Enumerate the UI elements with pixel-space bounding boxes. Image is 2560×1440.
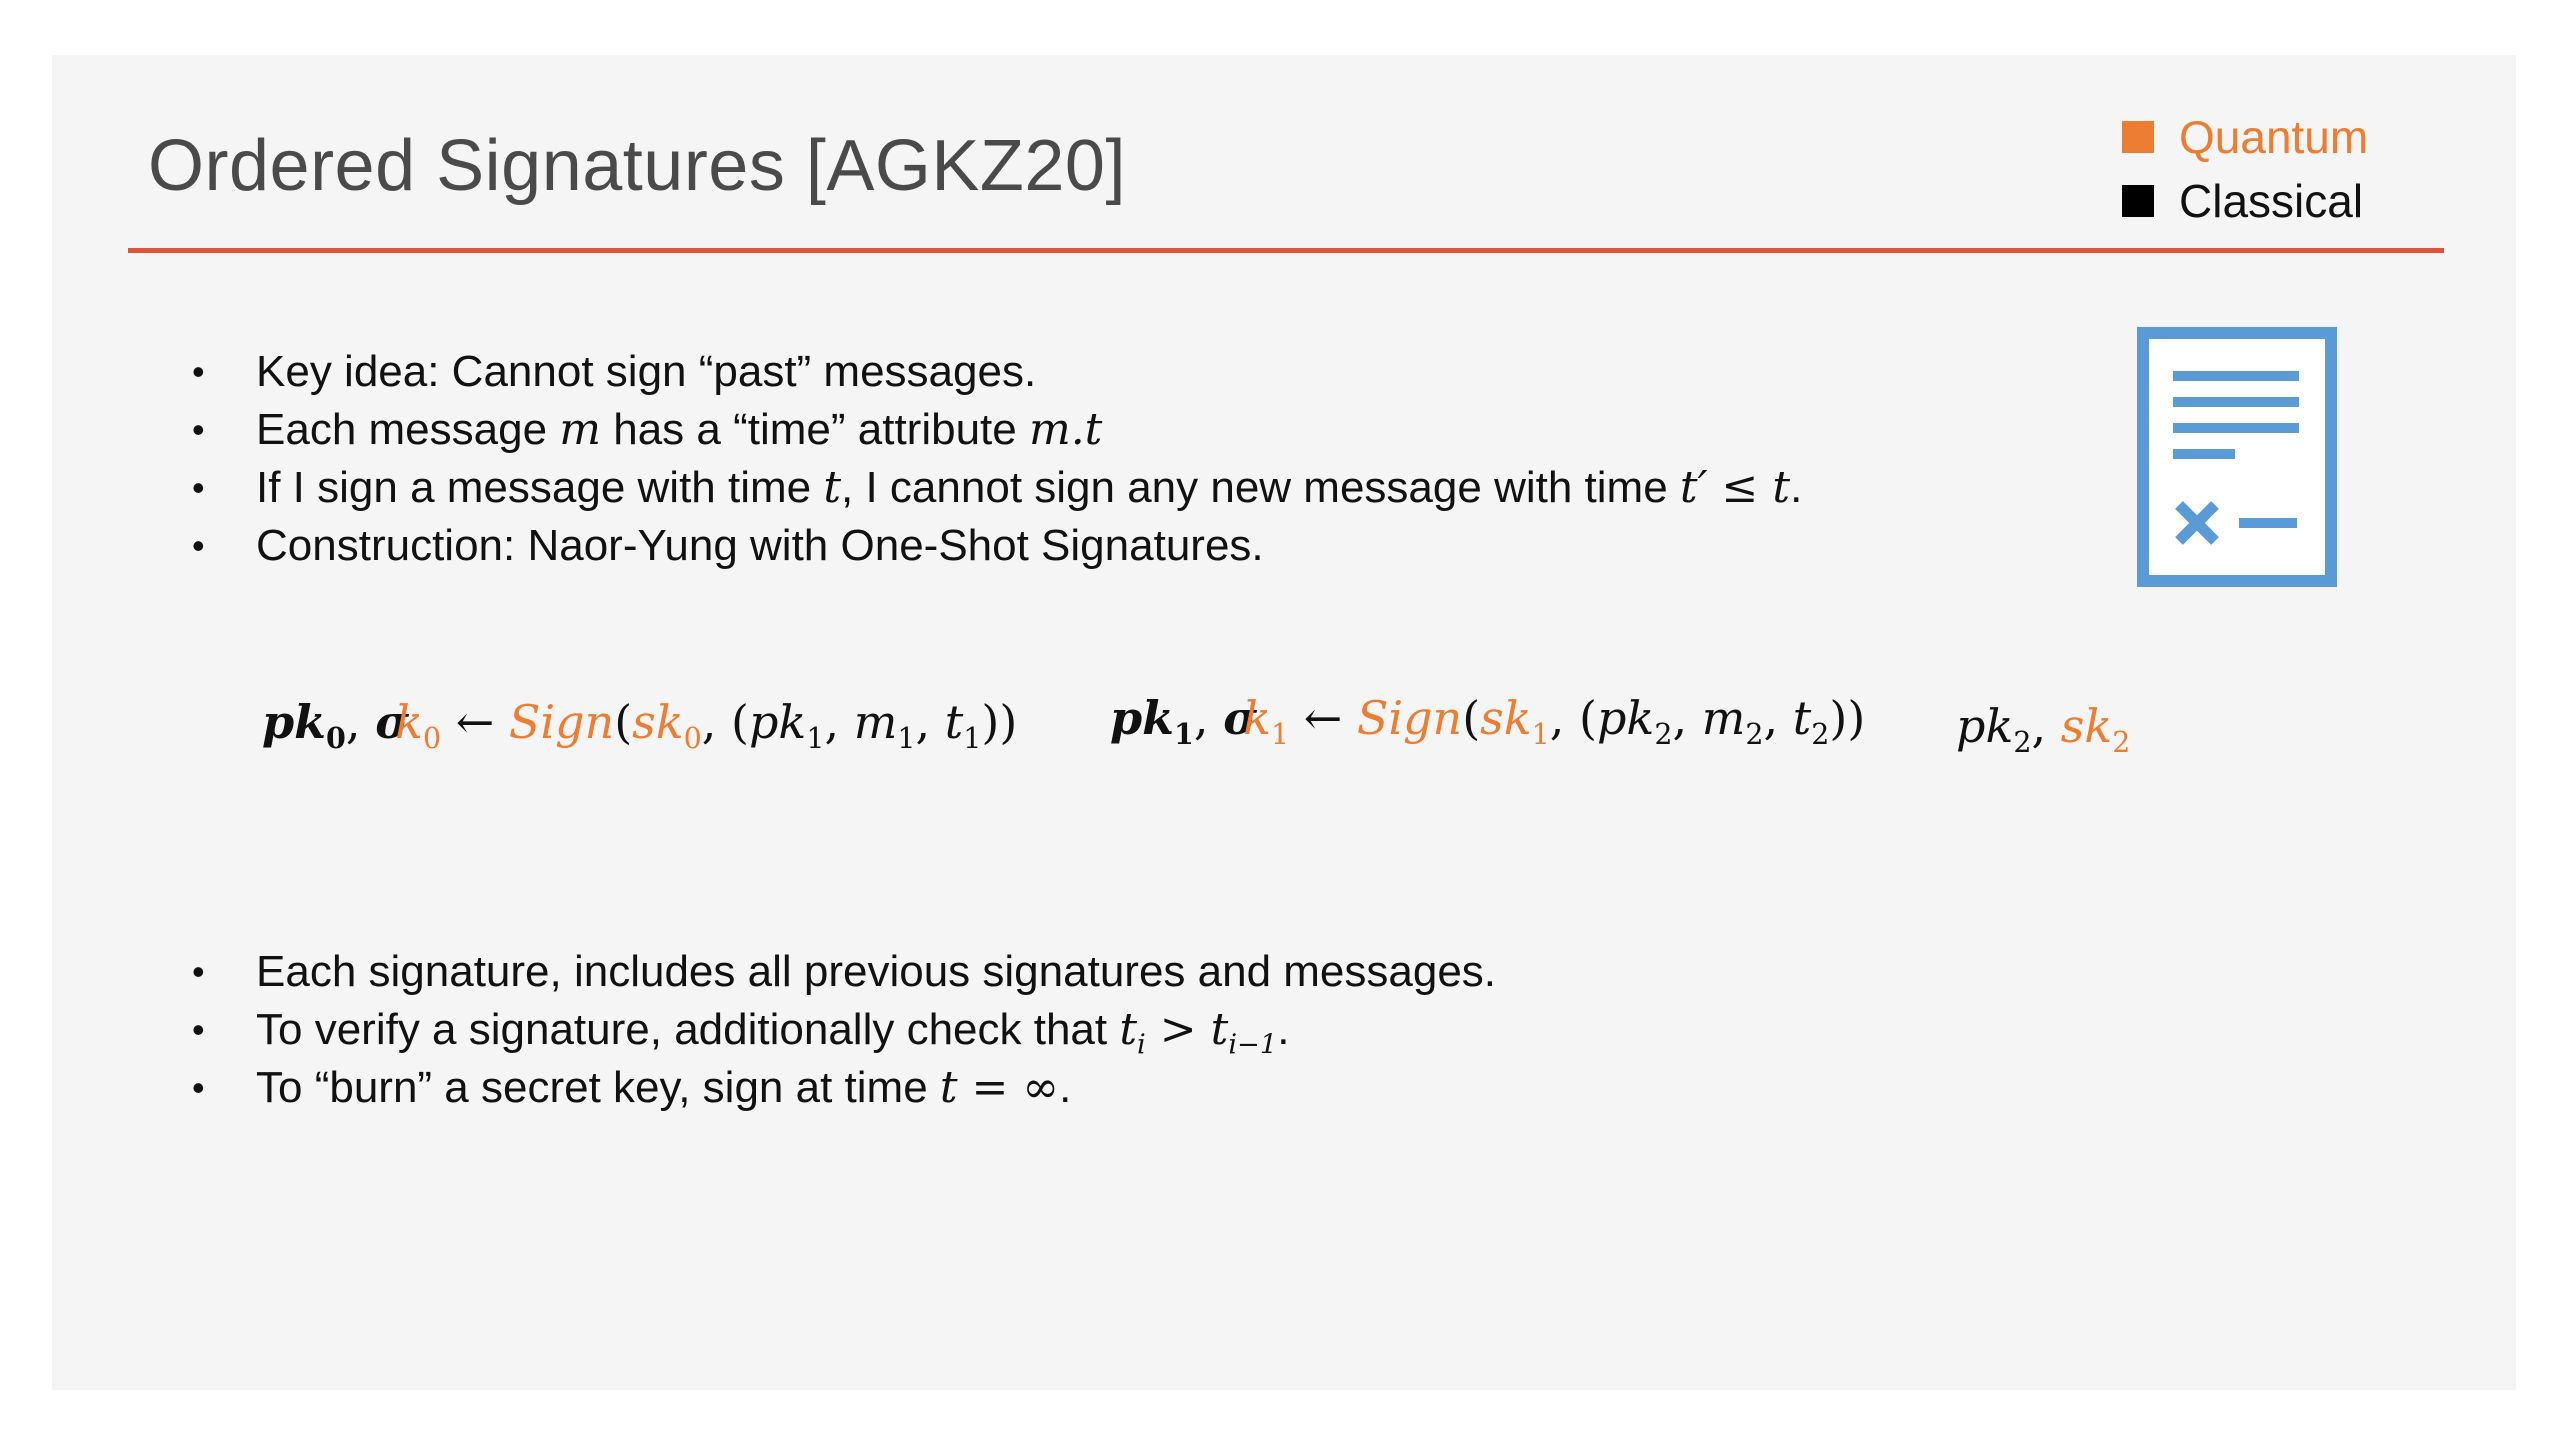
legend-item-quantum: Quantum <box>2122 105 2368 169</box>
bullet-list-top: Key idea: Cannot sign “past” messages. E… <box>192 343 1802 575</box>
bullet-time-attribute: Each message m has a “time” attribute m.… <box>192 401 1802 459</box>
legend-item-classical: Classical <box>2122 169 2368 233</box>
legend-swatch-quantum <box>2122 121 2154 153</box>
bullet-list-bottom: Each signature, includes all previous si… <box>192 943 1496 1117</box>
bullet-signature-includes-previous: Each signature, includes all previous si… <box>192 943 1496 1001</box>
title-divider <box>128 248 2444 253</box>
signature-step-1: pk1, σk1 ← Sign(sk1, (pk2, m2, t2)) <box>1110 691 1866 751</box>
bullet-construction: Construction: Naor-Yung with One-Shot Si… <box>192 517 1802 575</box>
signature-step-0: pk0, σk0 ← Sign(sk0, (pk1, m1, t1)) <box>262 695 1018 755</box>
legend-swatch-classical <box>2122 185 2154 217</box>
bullet-verify-time-order: To verify a signature, additionally chec… <box>192 1001 1496 1061</box>
bullet-burn-secret-key: To “burn” a secret key, sign at time t =… <box>192 1059 1496 1117</box>
slide-title: Ordered Signatures [AGKZ20] <box>148 126 1126 206</box>
legend: Quantum Classical <box>2122 105 2368 233</box>
document-form-icon <box>2137 327 2337 592</box>
bullet-key-idea: Key idea: Cannot sign “past” messages. <box>192 343 1802 401</box>
slide: Ordered Signatures [AGKZ20] Quantum Clas… <box>52 55 2516 1390</box>
legend-label-quantum: Quantum <box>2179 111 2369 163</box>
legend-label-classical: Classical <box>2179 175 2364 227</box>
bullet-cannot-sign-past: If I sign a message with time t, I canno… <box>192 459 1802 517</box>
signature-step-final-keys: pk2, sk2 <box>1956 699 2131 759</box>
